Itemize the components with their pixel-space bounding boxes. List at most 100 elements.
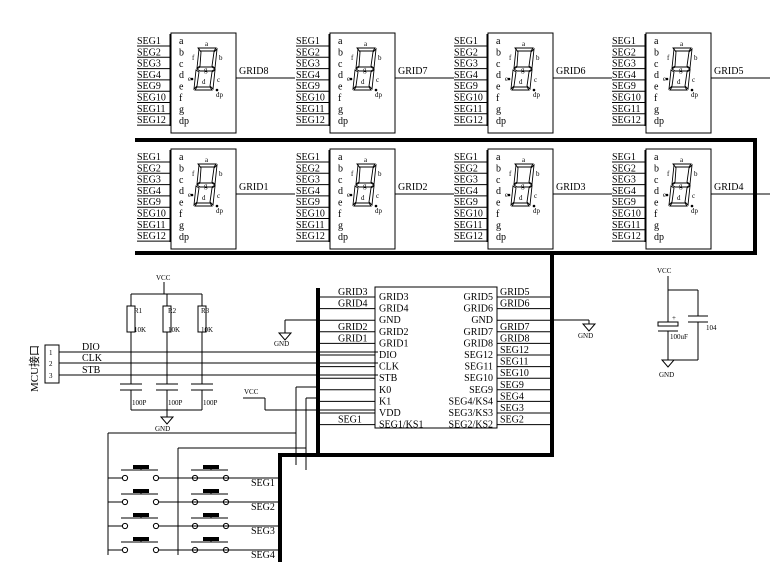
segment-b <box>686 163 693 185</box>
inner-letter-f: f <box>667 170 670 178</box>
inner-letter-b: b <box>536 170 540 178</box>
r3-ref: R3 <box>201 307 210 315</box>
segment-d <box>194 202 213 207</box>
digit-body <box>487 148 554 250</box>
inner-letter-b: b <box>694 54 698 62</box>
segment-letter-dp: dp <box>338 232 348 243</box>
segment-e <box>193 69 200 91</box>
segment-d <box>353 202 372 207</box>
digit-body <box>170 32 237 134</box>
segment-g <box>355 182 375 188</box>
segment-letter-e: e <box>654 198 659 209</box>
ic-right-net: SEG4 <box>500 391 524 402</box>
segment-e-dot <box>349 193 353 197</box>
grid-label: GRID4 <box>714 182 743 193</box>
inner-letter-b: b <box>378 170 382 178</box>
inner-letter-g: g <box>521 182 525 190</box>
inner-letter-g: g <box>204 182 208 190</box>
inner-letter-dp: dp <box>216 207 224 215</box>
inner-letter-a: a <box>364 156 368 164</box>
segment-letter-e: e <box>654 82 659 93</box>
segment-letter-d: d <box>496 186 501 197</box>
ic-right-net: SEG10 <box>500 368 529 379</box>
segment-g <box>513 182 533 188</box>
segment-b <box>686 47 693 69</box>
segment-letter-a: a <box>179 36 184 47</box>
seg-pin-label: SEG1 <box>137 152 161 163</box>
gnd-label-left: GND <box>155 425 170 433</box>
inner-letter-f: f <box>667 54 670 62</box>
segment-a <box>197 47 217 52</box>
ic-right-net: GRID6 <box>500 299 529 310</box>
grid-label: GRID8 <box>239 66 268 77</box>
seg-pin-label: SEG12 <box>137 115 166 126</box>
seg-pin-label: SEG10 <box>137 209 166 220</box>
seg-pin-label: SEG12 <box>454 231 483 242</box>
inner-letter-d: d <box>519 78 523 86</box>
segment-letter-f: f <box>338 93 342 104</box>
segment-f <box>513 47 519 69</box>
seg-pin-label: SEG1 <box>296 36 320 47</box>
segment-letter-a: a <box>338 36 343 47</box>
inner-letter-a: a <box>680 156 684 164</box>
segment-f <box>355 163 361 185</box>
seg-pin-label: SEG3 <box>137 175 161 186</box>
segment-dp <box>215 88 219 92</box>
ic-right-net: SEG9 <box>500 380 524 391</box>
key-switch[interactable] <box>178 489 280 506</box>
inner-letter-b: b <box>219 54 223 62</box>
segment-letter-dp: dp <box>496 232 506 243</box>
key-switch[interactable] <box>178 537 280 554</box>
segment-letter-d: d <box>338 70 343 81</box>
inner-letter-e: e <box>663 75 666 83</box>
seg-pin-label: SEG11 <box>137 104 166 115</box>
segment-letter-a: a <box>179 152 184 163</box>
inner-letter-e: e <box>347 75 350 83</box>
ic-left-net: GRID3 <box>338 287 367 298</box>
inner-letter-dp: dp <box>691 91 699 99</box>
segment-letter-c: c <box>338 175 343 186</box>
inner-letter-e: e <box>188 191 191 199</box>
ic-left-net: GRID1 <box>338 333 367 344</box>
power-vcc-label: VCC <box>657 267 672 275</box>
segment-c <box>209 185 216 206</box>
signal-clk: CLK <box>82 353 103 364</box>
inner-letter-g: g <box>521 66 525 74</box>
segment-letter-a: a <box>654 36 659 47</box>
digit-grid7: SEG1SEG2SEG3SEG4SEG9SEG10SEG11SEG12abcde… <box>296 32 454 134</box>
r1-value: 10K <box>134 326 146 334</box>
power-gnd-label: GND <box>659 371 674 379</box>
key-seg-label: SEG2 <box>251 502 275 513</box>
gnd-symbol <box>277 332 293 341</box>
segment-letter-f: f <box>496 209 500 220</box>
inner-letter-d: d <box>361 78 365 86</box>
ic-left-pin: SEG1/KS1 <box>379 420 423 431</box>
inner-letter-d: d <box>677 78 681 86</box>
inner-letter-f: f <box>192 170 195 178</box>
segment-d <box>669 202 688 207</box>
digit-body <box>487 32 554 134</box>
inner-letter-c: c <box>534 76 537 84</box>
segment-letter-f: f <box>654 93 658 104</box>
inner-letter-b: b <box>536 54 540 62</box>
ic-right-net: SEG11 <box>500 357 529 368</box>
segment-b <box>370 163 377 185</box>
inner-letter-b: b <box>219 170 223 178</box>
key-seg-label: SEG3 <box>251 526 275 537</box>
key-switch[interactable] <box>178 465 280 482</box>
segment-a <box>514 163 534 168</box>
segment-letter-d: d <box>338 186 343 197</box>
inner-letter-g: g <box>363 66 367 74</box>
key-switch[interactable] <box>178 513 280 530</box>
seg-pin-label: SEG3 <box>612 175 636 186</box>
inner-letter-f: f <box>351 54 354 62</box>
inner-letter-c: c <box>692 192 695 200</box>
ic-right-pin: SEG12 <box>464 350 493 361</box>
segment-dp <box>215 204 219 208</box>
seg-pin-label: SEG9 <box>296 81 320 92</box>
inner-letter-e: e <box>347 191 350 199</box>
seg-pin-label: SEG11 <box>612 104 641 115</box>
